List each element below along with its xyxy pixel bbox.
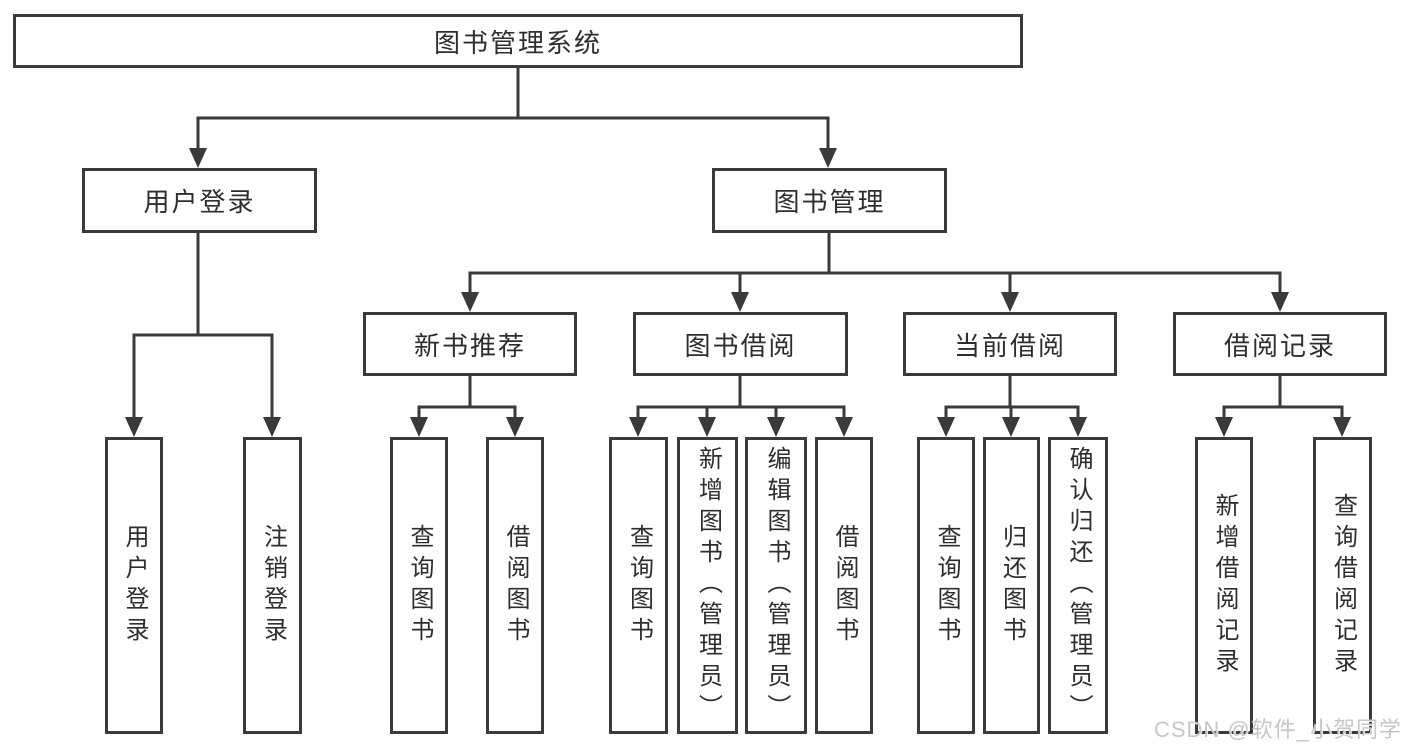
- node-user-login: 用户登录: [82, 168, 317, 233]
- node-current-borrowing: 当前借阅: [903, 312, 1117, 376]
- node-borrowing-records: 借阅记录: [1173, 312, 1387, 376]
- csdn-watermark: CSDN @软件_小贺同学: [1153, 717, 1402, 742]
- leaf-borrow-borrow-books: 借阅图书: [815, 437, 873, 734]
- leaf-user-login: 用户登录: [105, 437, 163, 734]
- leaf-borrow-edit-books-admin: 编辑图书（管理员）: [745, 437, 807, 734]
- leaf-current-confirm-return-admin: 确认归还（管理员）: [1048, 437, 1108, 734]
- leaf-newbook-borrow-books: 借阅图书: [486, 437, 544, 734]
- node-new-book-recommendation: 新书推荐: [363, 312, 577, 376]
- leaf-borrow-add-books-admin: 新增图书（管理员）: [677, 437, 738, 734]
- node-book-borrowing: 图书借阅: [633, 312, 848, 376]
- leaf-borrow-query-books: 查询图书: [609, 437, 668, 734]
- leaf-current-query-books: 查询图书: [917, 437, 975, 734]
- leaf-newbook-query-books: 查询图书: [390, 437, 448, 734]
- leaf-current-return-books: 归还图书: [983, 437, 1040, 734]
- leaf-record-add-borrow-record: 新增借阅记录: [1195, 437, 1253, 734]
- leaf-logout-login: 注销登录: [243, 437, 302, 734]
- leaf-record-query-borrow-record: 查询借阅记录: [1313, 437, 1372, 734]
- node-book-management: 图书管理: [712, 168, 947, 233]
- node-library-management-system: 图书管理系统: [13, 14, 1023, 68]
